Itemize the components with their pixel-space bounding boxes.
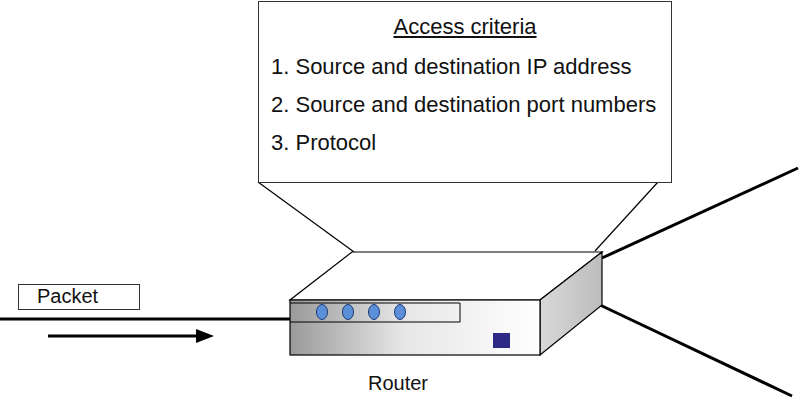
status-light <box>369 305 380 320</box>
router-side <box>540 252 602 355</box>
packet-box: Packet <box>18 284 140 310</box>
device-label: Router <box>368 372 428 395</box>
flow-arrowhead <box>196 329 214 343</box>
criteria-item: 3. Protocol <box>271 130 671 156</box>
callout-line <box>595 182 658 251</box>
output-link <box>600 305 792 396</box>
callout-box: Access criteria 1. Source and destination… <box>258 1 672 183</box>
router-port <box>493 333 510 348</box>
status-light <box>317 305 328 320</box>
router-front <box>290 300 540 355</box>
flow-arrow <box>48 335 200 338</box>
criteria-item: 1. Source and destination IP address <box>271 54 671 80</box>
router-panel <box>290 303 460 322</box>
callout-heading: Access criteria <box>259 14 671 40</box>
status-light <box>395 305 406 320</box>
packet-label: Packet <box>19 285 139 307</box>
callout-line <box>258 182 354 252</box>
status-light <box>343 305 354 320</box>
input-link <box>0 318 291 321</box>
criteria-item: 2. Source and destination port numbers <box>271 92 671 118</box>
